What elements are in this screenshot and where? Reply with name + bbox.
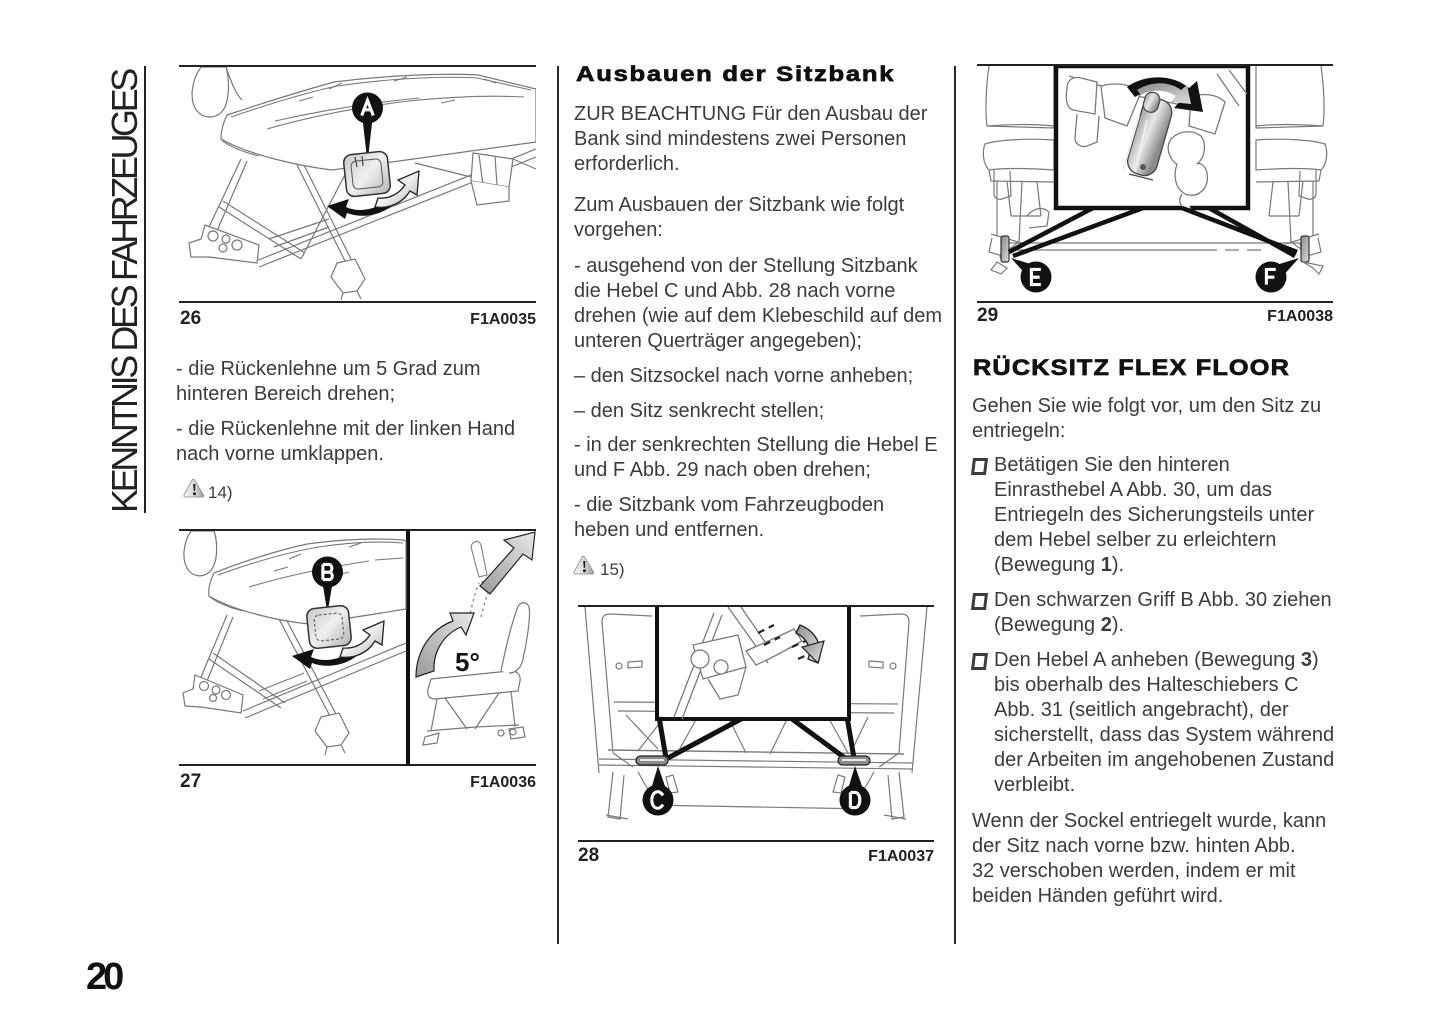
svg-text:5°: 5°: [455, 647, 480, 677]
